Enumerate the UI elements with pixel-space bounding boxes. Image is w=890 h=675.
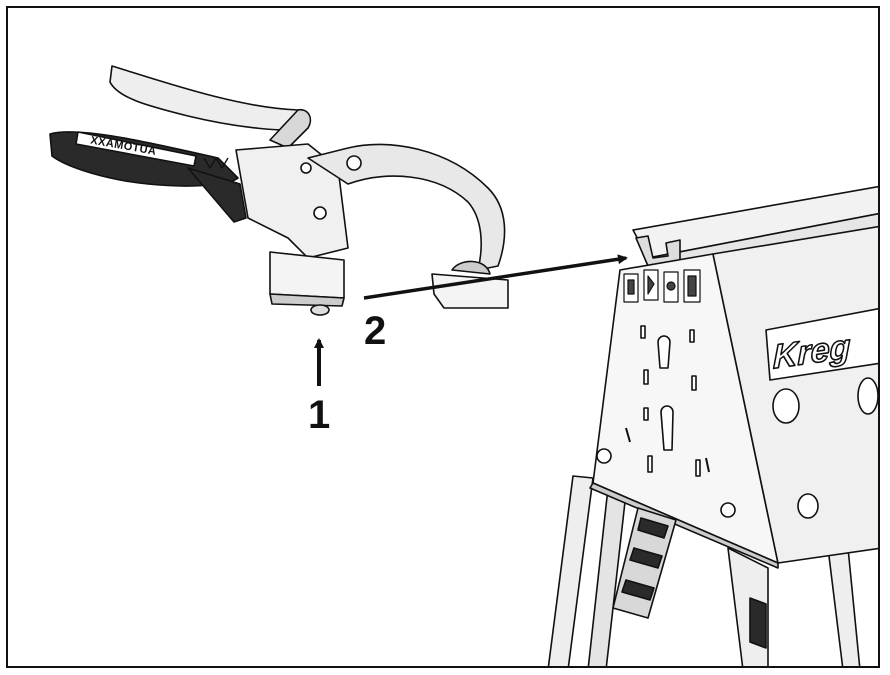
diagram-frame: Kreg — [6, 6, 880, 668]
step-label-2: 2 — [364, 309, 386, 353]
arrow-right-icon — [363, 254, 628, 300]
assembly-diagram: Kreg — [49, 65, 878, 666]
clamp-icon: AUTOMAXX — [49, 65, 509, 316]
sawhorse-icon: Kreg — [547, 185, 878, 666]
step-label-1: 1 — [308, 393, 330, 437]
warning-label-icon — [623, 269, 701, 303]
